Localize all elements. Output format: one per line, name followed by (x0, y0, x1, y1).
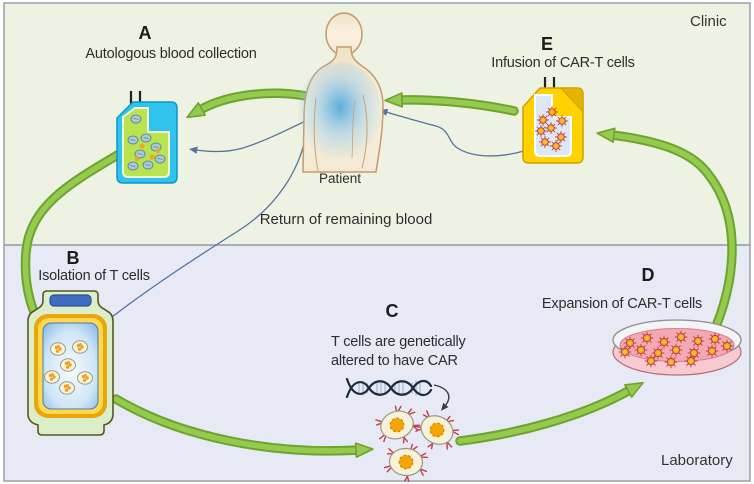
step-d-letter: D (641, 265, 655, 285)
step-c-title: T cells are genetically altered to have … (331, 333, 466, 371)
step-d-title: Expansion of CAR-T cells (541, 296, 703, 312)
arrow-d-to-e (596, 127, 735, 336)
arrow-c-to-d (457, 381, 644, 444)
step-c-title-line2: altered to have CAR (331, 353, 458, 369)
arrow-e-to-patient (384, 92, 517, 114)
region-label-laboratory: Laboratory (661, 452, 733, 469)
step-c-letter: C (385, 301, 399, 321)
step-e-letter: E (540, 34, 554, 54)
step-a-title: Autologous blood collection (85, 46, 257, 62)
car-t-bag-icon (522, 77, 584, 164)
dna-to-cells-arrow (433, 384, 450, 411)
step-b-title: Isolation of T cells (38, 268, 150, 284)
region-label-clinic: Clinic (690, 13, 727, 30)
step-a-letter: A (138, 23, 152, 43)
step-e-title: Infusion of CAR-T cells (491, 55, 635, 71)
infusion-tube-line (379, 108, 525, 157)
figure-border (3, 2, 751, 482)
dna-helix-icon (345, 377, 433, 399)
patient-figure (298, 12, 384, 173)
arrow-b-to-c (113, 396, 374, 458)
return-blood-label: Return of remaining blood (259, 211, 433, 228)
step-c-title-line1: T cells are genetically (331, 334, 466, 350)
arrow-patient-to-a (186, 90, 309, 119)
step-b-letter: B (66, 248, 80, 268)
patient-label: Patient (318, 171, 362, 186)
petri-dish-icon (612, 319, 742, 376)
blood-cells (127, 114, 166, 171)
blood-bag-icon (116, 91, 178, 184)
culture-flask-icon (27, 290, 114, 436)
